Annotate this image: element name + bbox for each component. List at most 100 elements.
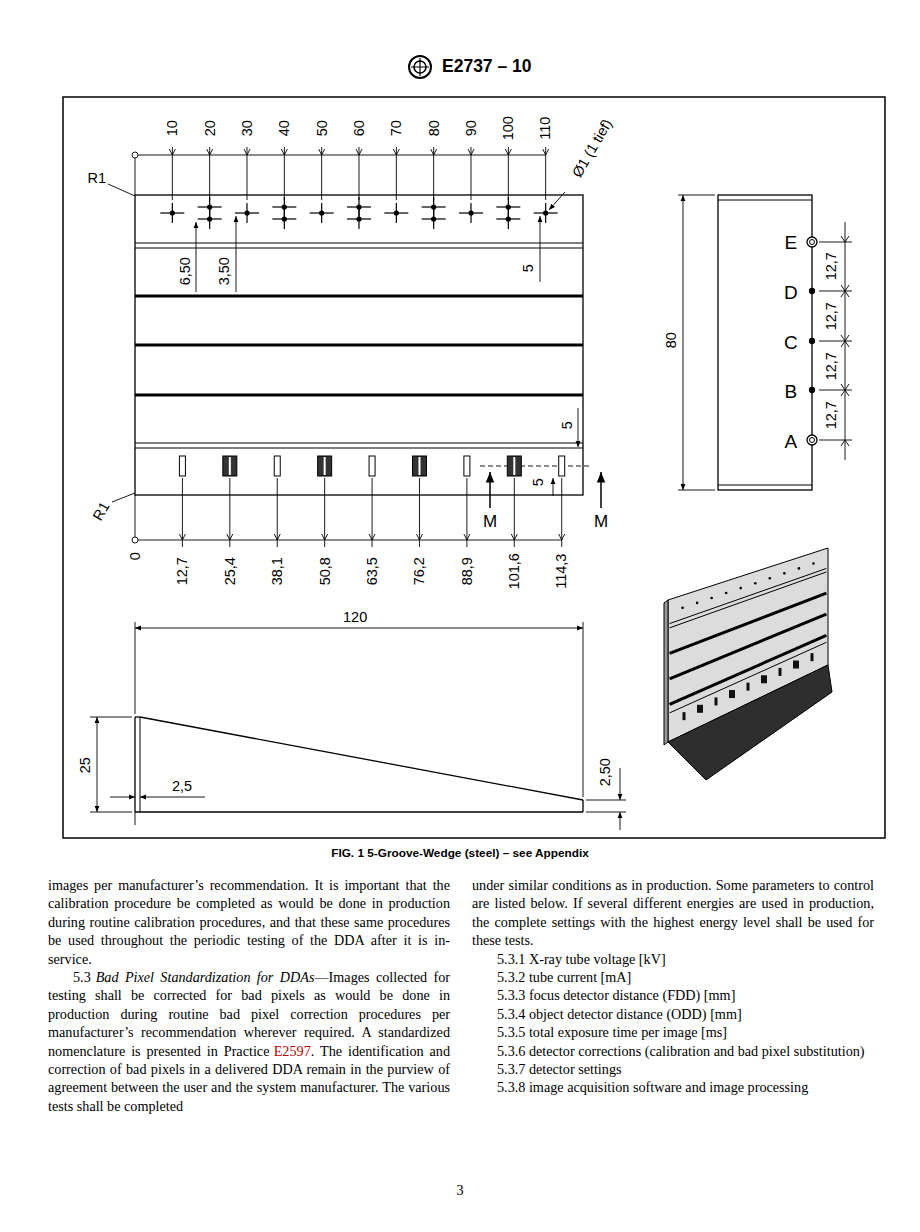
list-item: 5.3.7 detector settings	[472, 1060, 874, 1078]
line-work	[718, 485, 812, 486]
line-work	[90, 717, 132, 718]
iso-details	[670, 562, 827, 720]
line-work	[140, 717, 141, 812]
line-work	[97, 717, 98, 812]
line-work	[138, 540, 562, 541]
line-work	[182, 478, 183, 547]
line-work	[135, 248, 583, 249]
line-work	[369, 534, 375, 540]
line-work	[841, 384, 849, 390]
dimension-value: 0	[128, 552, 143, 560]
line-work	[819, 390, 852, 391]
line-work	[543, 149, 549, 155]
line-work	[514, 478, 515, 547]
line-work	[282, 216, 287, 221]
paragraph: 5.3Bad Pixel Standardization for DDAs—Im…	[48, 968, 450, 1115]
line-work	[761, 675, 767, 683]
line-work	[135, 811, 583, 812]
line-work	[543, 210, 548, 215]
line-work	[244, 210, 249, 215]
line-work	[227, 534, 233, 540]
line-work	[223, 456, 237, 476]
line-work	[135, 812, 136, 825]
list-item: 5.3.3 focus detector distance (FDD) [mm]	[472, 986, 874, 1004]
line-work	[468, 210, 473, 215]
line-work	[277, 478, 278, 547]
line-work	[135, 448, 583, 449]
list-item: 5.3.5 total exposure time per image [ms]	[472, 1023, 874, 1041]
dimension-lines	[108, 152, 601, 543]
dimension-value: 25,4	[223, 557, 238, 585]
dimension-value: 5	[521, 264, 536, 272]
line-work	[578, 408, 579, 447]
dimension-value: 6,50	[178, 257, 193, 285]
line-work	[135, 344, 583, 347]
line-work	[409, 56, 431, 78]
line-work	[841, 291, 849, 297]
line-work	[170, 210, 175, 215]
paragraph: under similar conditions as in productio…	[472, 876, 874, 950]
section-mark: M	[594, 513, 608, 530]
line-work	[718, 195, 812, 490]
line-work	[549, 192, 565, 210]
line-work	[416, 534, 422, 540]
radius-label: R1	[90, 499, 112, 522]
line-work	[134, 717, 135, 812]
list-item: 5.3.6 detector corrections (calibration …	[472, 1042, 874, 1060]
dimension-value: 100	[501, 116, 516, 140]
astm-logo	[409, 56, 431, 78]
page-number: 3	[457, 1183, 464, 1197]
line-work	[810, 388, 815, 393]
dimension-value: 3,50	[217, 257, 232, 285]
line-work	[507, 456, 521, 476]
line-work	[511, 534, 517, 540]
section-mark: M	[483, 513, 497, 530]
line-work	[229, 457, 231, 475]
line-work	[710, 597, 713, 600]
line-work	[729, 690, 735, 698]
line-work	[464, 456, 470, 476]
line-work	[135, 243, 583, 244]
line-work	[725, 592, 728, 595]
line-work	[207, 149, 213, 155]
line-work	[783, 572, 786, 575]
hole-label: Ø1 (1 tief)	[570, 116, 615, 179]
list-item: 5.3.2 tube current [mA]	[472, 968, 874, 986]
dimension-value: 88,9	[460, 557, 475, 585]
line-work	[431, 204, 436, 209]
line-work	[324, 457, 326, 475]
line-work	[480, 466, 592, 467]
line-work	[318, 456, 332, 476]
line-work	[819, 242, 852, 243]
dimension-value: 80	[664, 332, 679, 348]
text-column: images per manufacturer’s recommendation…	[48, 876, 450, 1115]
line-work	[431, 149, 437, 155]
line-work	[678, 195, 715, 196]
line-work	[819, 440, 852, 441]
line-work	[620, 768, 621, 800]
line-work	[779, 668, 782, 676]
line-work	[274, 534, 280, 540]
iso-view	[664, 548, 832, 780]
line-work	[505, 149, 511, 155]
paragraph: images per manufacturer’s recommendation…	[48, 876, 450, 968]
line-work	[811, 653, 814, 661]
list-item: 5.3.8 image acquisition software and ima…	[472, 1078, 874, 1096]
dimension-value: 12,7	[824, 352, 839, 380]
line-work	[418, 457, 420, 475]
line-work	[553, 478, 554, 496]
line-work	[718, 200, 812, 201]
line-work	[412, 456, 426, 476]
line-work	[112, 493, 135, 502]
line-work	[620, 812, 621, 830]
line-work	[583, 622, 584, 797]
dimension-value: 2,50	[598, 758, 613, 786]
dimension-value: 20	[202, 120, 217, 136]
dimension-value: 120	[343, 610, 367, 625]
line-work	[322, 534, 328, 540]
line-work	[841, 440, 849, 446]
line-work	[138, 155, 546, 156]
line-work	[372, 478, 373, 547]
repeated-features	[160, 147, 852, 547]
line-work	[140, 717, 583, 800]
